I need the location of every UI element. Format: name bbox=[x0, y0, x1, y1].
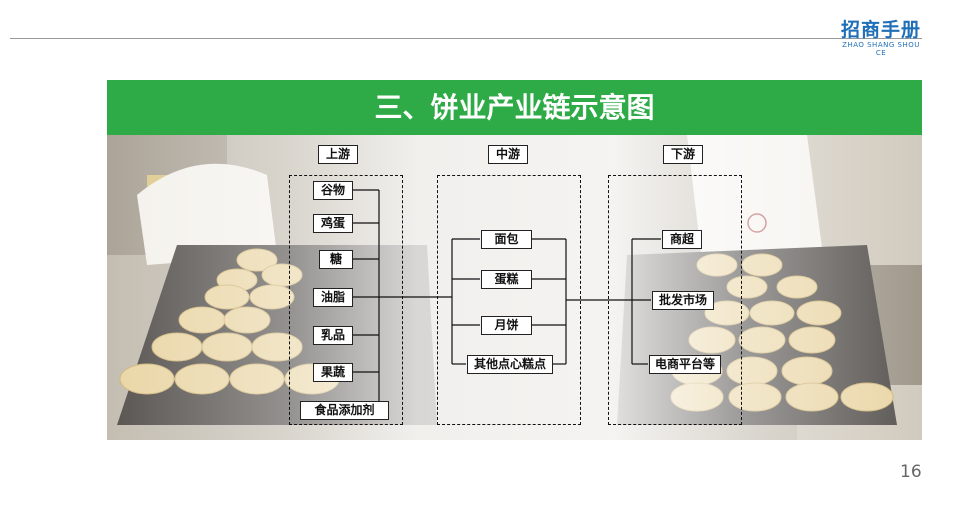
upstream-item-grain: 谷物 bbox=[313, 181, 353, 200]
upstream-label: 上游 bbox=[318, 145, 358, 164]
midstream-label: 中游 bbox=[488, 145, 528, 164]
logo-subtitle: ZHAO SHANG SHOU CE bbox=[842, 41, 920, 57]
upstream-item-fruit-veg: 果蔬 bbox=[313, 363, 353, 382]
header-divider bbox=[10, 38, 922, 39]
upstream-item-egg: 鸡蛋 bbox=[313, 214, 353, 233]
upstream-item-oil: 油脂 bbox=[313, 288, 353, 307]
midstream-item-other-pastries: 其他点心糕点 bbox=[467, 355, 553, 374]
upstream-item-sugar: 糖 bbox=[319, 250, 353, 269]
downstream-item-supermarket: 商超 bbox=[662, 230, 702, 249]
background-photo bbox=[107, 135, 922, 440]
logo-title: 招商手册 bbox=[840, 19, 921, 41]
midstream-item-mooncake: 月饼 bbox=[481, 316, 532, 335]
midstream-item-cake: 蛋糕 bbox=[481, 270, 532, 289]
downstream-item-wholesale-market: 批发市场 bbox=[652, 291, 714, 310]
midstream-item-bread: 面包 bbox=[481, 230, 532, 249]
upstream-item-dairy: 乳品 bbox=[313, 326, 353, 345]
downstream-item-ecommerce: 电商平台等 bbox=[649, 355, 721, 374]
midstream-group bbox=[437, 175, 581, 425]
upstream-item-additives: 食品添加剂 bbox=[300, 401, 389, 420]
downstream-group bbox=[608, 175, 742, 425]
brand-logo: 招商手册 ZHAO SHANG SHOU CE bbox=[836, 20, 926, 57]
slide-title: 三、饼业产业链示意图 bbox=[107, 80, 922, 135]
upstream-group bbox=[289, 175, 403, 425]
page-number: 16 bbox=[900, 462, 922, 482]
downstream-label: 下游 bbox=[663, 145, 703, 164]
